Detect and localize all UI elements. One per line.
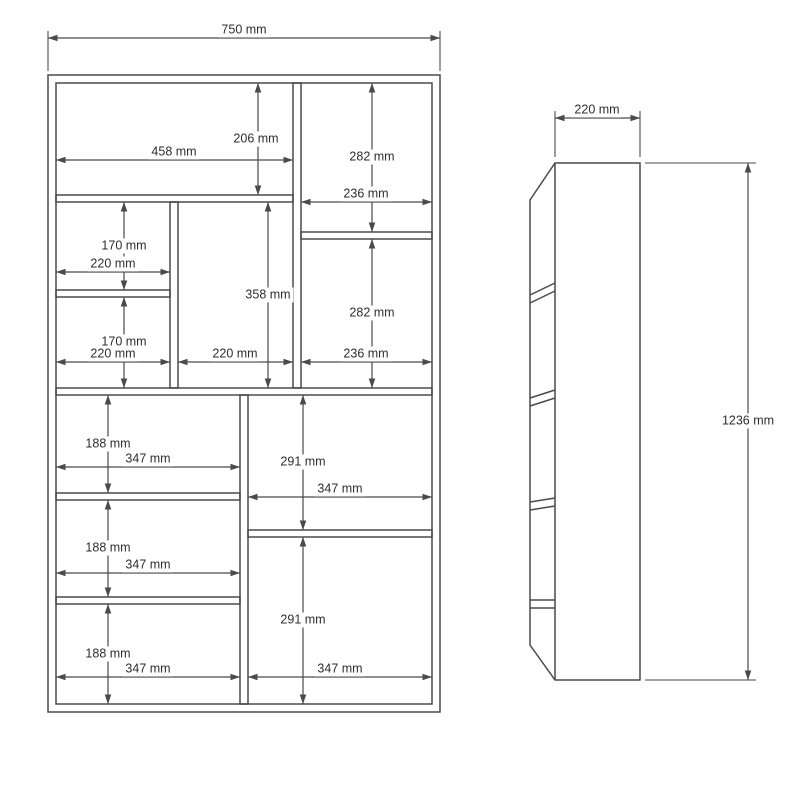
front-divider-upper-right bbox=[292, 82, 302, 389]
cabinet-side-structure bbox=[529, 162, 641, 681]
front-shelf-lower-left-2 bbox=[55, 596, 241, 605]
extension-lines bbox=[47, 31, 756, 681]
dim-label-lower-right-row1-height: 291 mm bbox=[277, 454, 329, 470]
dim-label-lower-left-row2-height: 188 mm bbox=[82, 540, 134, 556]
dim-label-top-right-upper-width: 236 mm bbox=[340, 186, 392, 202]
dim-label-lower-right-row2-width: 347 mm bbox=[314, 661, 366, 677]
dim-label-left-col-upper-width: 220 mm bbox=[87, 256, 139, 272]
dim-label-top-left-height: 206 mm bbox=[230, 131, 282, 147]
dim-label-lower-left-row2-width: 347 mm bbox=[122, 557, 174, 573]
dim-label-overall-width: 750 mm bbox=[218, 22, 270, 38]
front-shelf-top-left bbox=[55, 194, 294, 203]
dim-label-lower-left-row1-width: 347 mm bbox=[122, 451, 174, 467]
dim-label-lower-left-row3-width: 347 mm bbox=[122, 661, 174, 677]
dim-label-left-col-lower-width: 220 mm bbox=[87, 346, 139, 362]
front-shelf-lower-left-1 bbox=[55, 492, 241, 501]
front-shelf-left-col bbox=[55, 289, 171, 298]
front-shelf-middle bbox=[55, 387, 433, 396]
dim-label-middle-col-height: 358 mm bbox=[242, 287, 294, 303]
front-outer-frame bbox=[47, 74, 441, 713]
dim-label-top-right-lower-width: 236 mm bbox=[340, 346, 392, 362]
dim-label-overall-height: 1236 mm bbox=[718, 413, 778, 429]
front-shelf-top-right bbox=[300, 231, 433, 240]
front-divider-lower bbox=[239, 394, 249, 705]
dim-label-top-right-upper-height: 282 mm bbox=[346, 149, 398, 165]
dim-label-top-right-lower-height: 282 mm bbox=[346, 305, 398, 321]
dim-label-lower-right-row1-width: 347 mm bbox=[314, 481, 366, 497]
dim-label-depth: 220 mm bbox=[571, 102, 623, 118]
front-divider-upper-left bbox=[169, 201, 179, 389]
dim-label-left-col-lower-height: 170 mm bbox=[98, 334, 150, 350]
dim-label-middle-col-width: 220 mm bbox=[209, 346, 261, 362]
dim-label-lower-left-row3-height: 188 mm bbox=[82, 646, 134, 662]
front-inner-frame bbox=[55, 82, 433, 705]
front-shelf-lower-right bbox=[247, 529, 433, 538]
dim-label-left-col-upper-height: 170 mm bbox=[98, 238, 150, 254]
dim-label-lower-left-row1-height: 188 mm bbox=[82, 436, 134, 452]
cabinet-front-structure bbox=[47, 74, 441, 713]
dim-label-top-left-width: 458 mm bbox=[148, 144, 200, 160]
side-outline bbox=[529, 162, 641, 681]
dim-label-lower-right-row2-height: 291 mm bbox=[277, 612, 329, 628]
